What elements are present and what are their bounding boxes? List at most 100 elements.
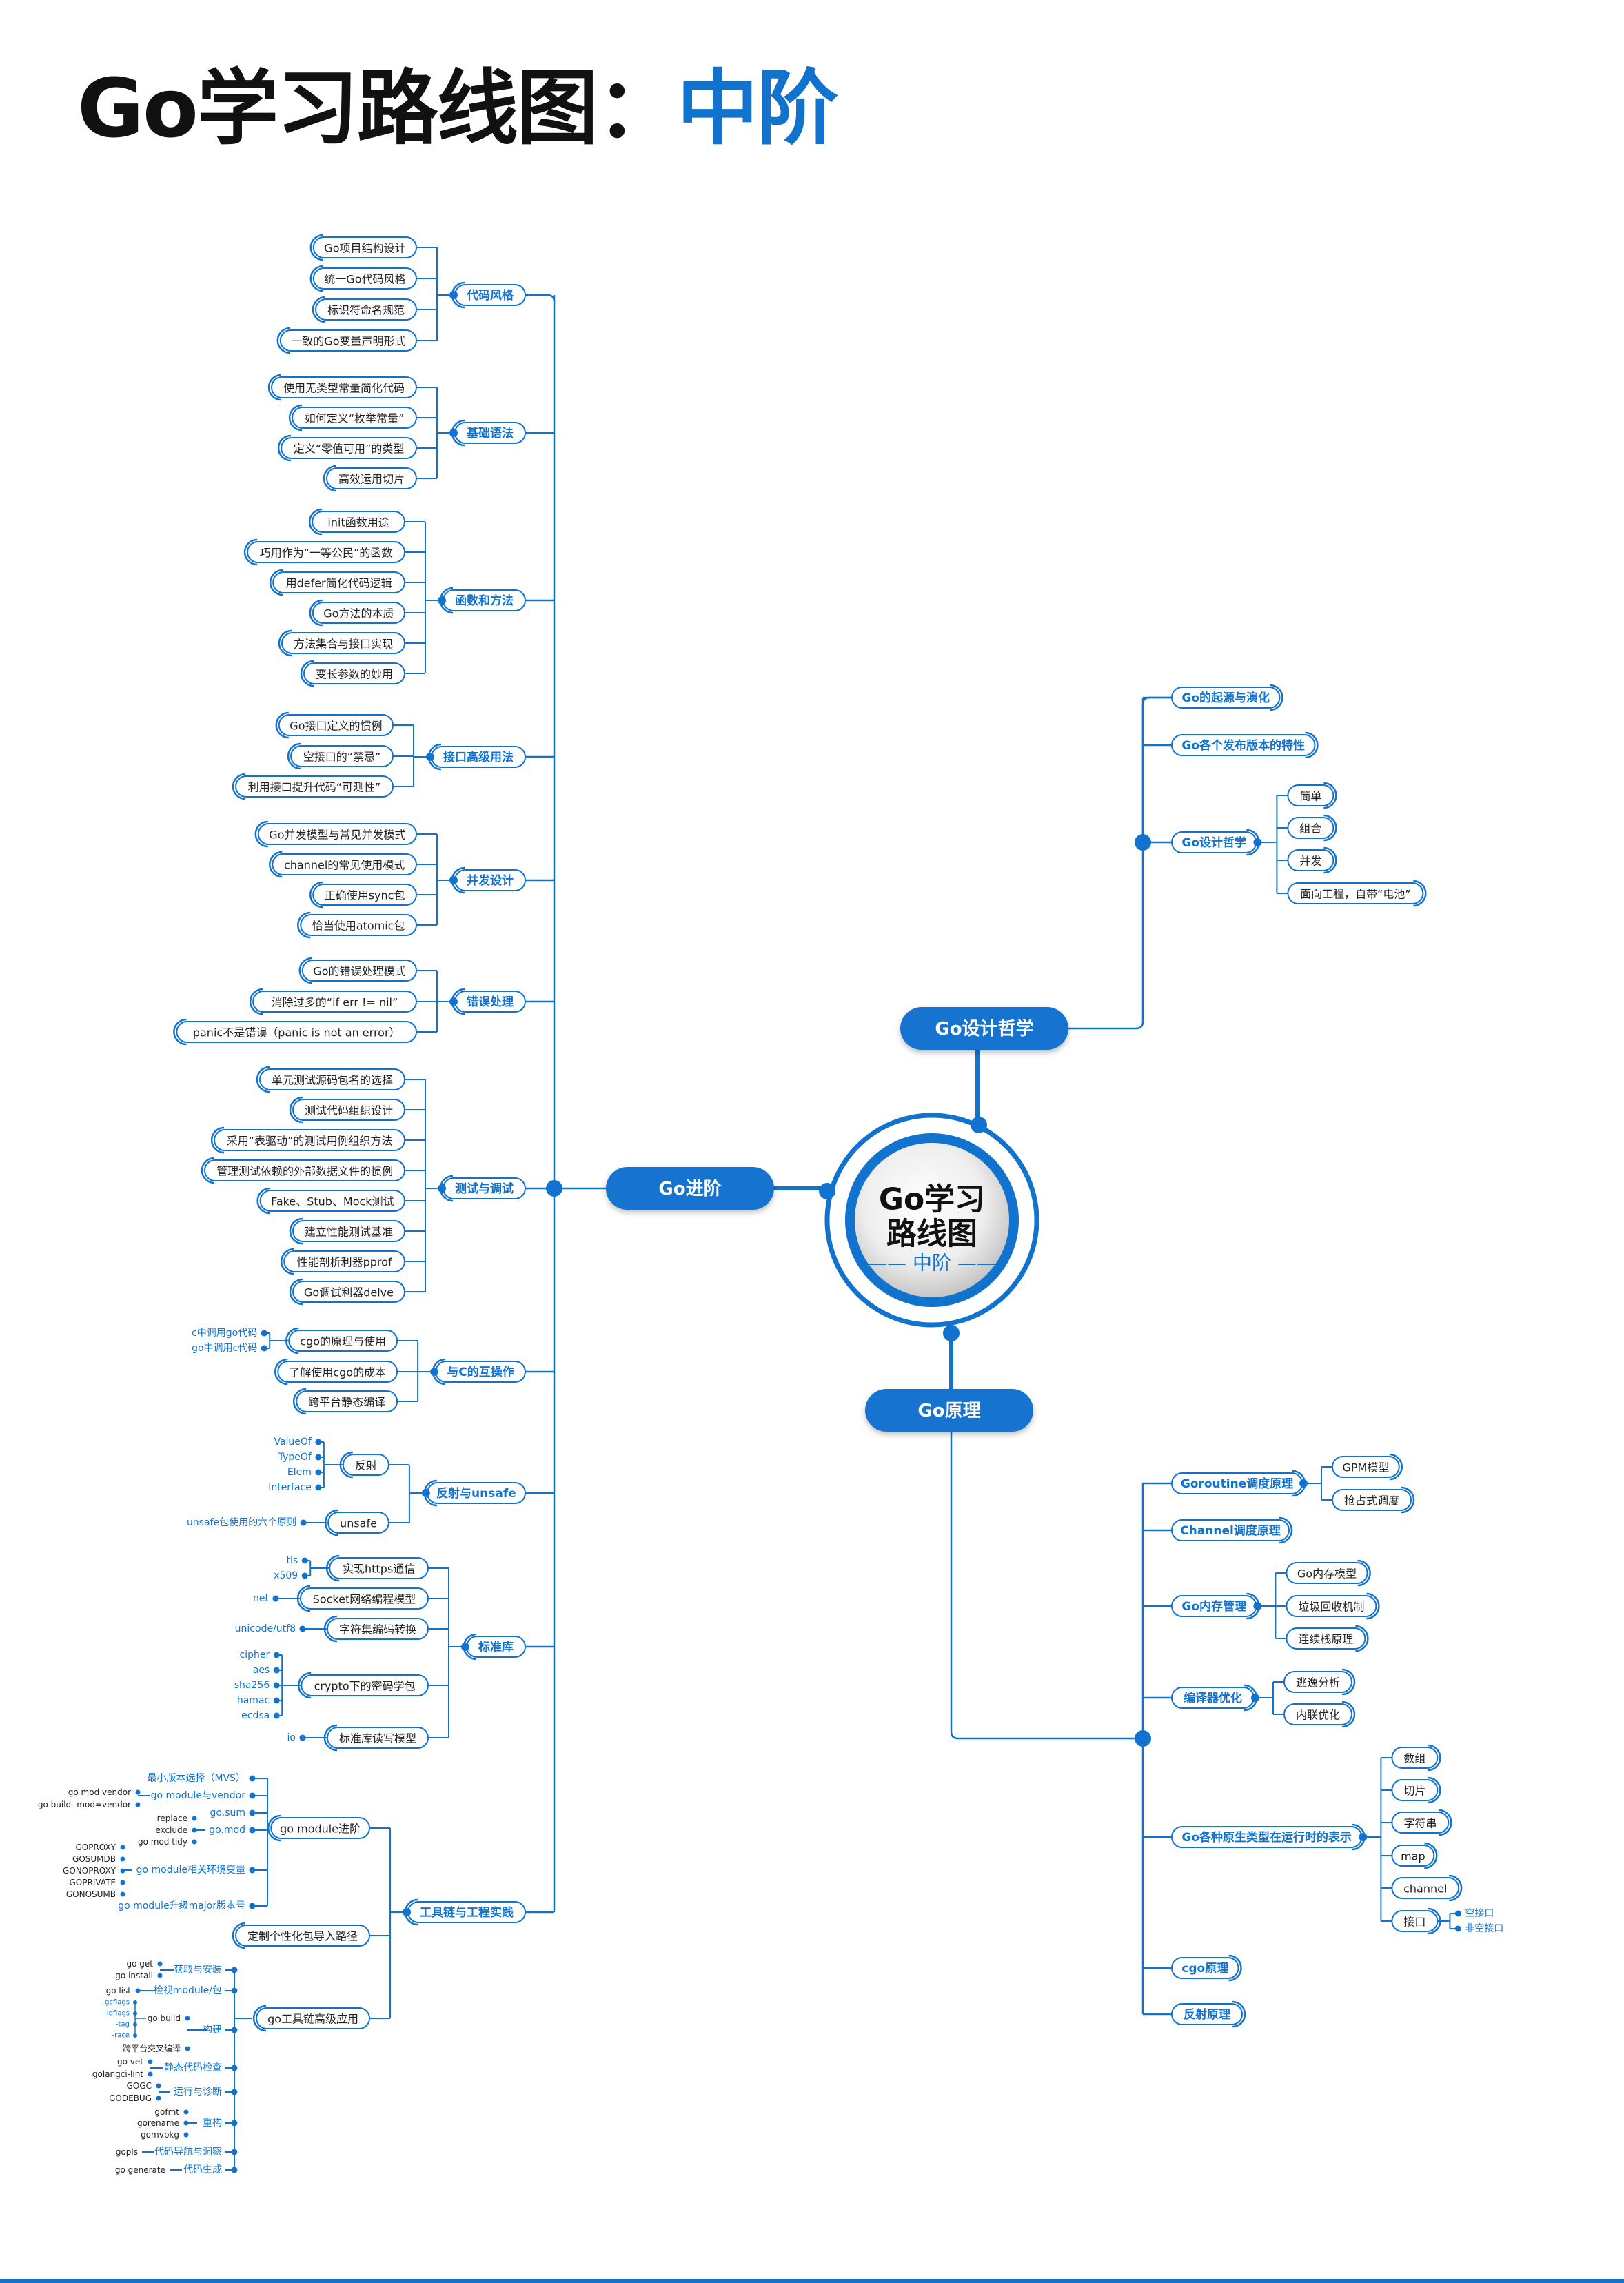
node-accent-arc: [323, 465, 337, 492]
cmd-dot: [185, 2046, 190, 2051]
section-label: Channel调度原理: [1180, 1523, 1281, 1538]
section-label: 测试与调试: [455, 1181, 514, 1196]
cmd-label: go vet: [117, 2057, 143, 2067]
leaf-dot: [231, 2149, 238, 2155]
title-main: Go学习路线图：: [77, 61, 678, 156]
branch-philosophy-label: Go设计哲学: [935, 1018, 1033, 1039]
cmd-dot: [148, 2071, 153, 2077]
item-label: Go内存模型: [1297, 1567, 1357, 1581]
toolchain-leaf-label: 构建: [203, 2025, 222, 2036]
leaf-label: unsafe包使用的六个原则: [187, 1516, 296, 1528]
item-label: Go并发模型与常见并发模式: [269, 829, 405, 842]
item-node: [1283, 1671, 1352, 1693]
leaf-dot: [315, 1484, 322, 1491]
cmd-dot: [120, 1856, 125, 1862]
flag-dot: [133, 2022, 137, 2027]
item-label: map: [1401, 1850, 1425, 1863]
item-label: Go接口定义的惯例: [290, 720, 382, 733]
node-accent-arc: [1357, 1559, 1371, 1587]
node-accent-arc: [1428, 1744, 1441, 1772]
item-node: [292, 1220, 405, 1242]
section-label: 反射与unsafe: [436, 1486, 516, 1501]
branch-principle-label: Go原理: [917, 1401, 980, 1421]
item-node: [277, 1361, 398, 1383]
node-accent-arc: [1279, 1516, 1293, 1544]
leaf-dot: [261, 1330, 267, 1337]
branch-advanced: [606, 1167, 774, 1210]
item-node: [235, 1925, 370, 1947]
section-label: 反射原理: [1184, 2007, 1230, 2022]
item-label: channel的常见使用模式: [284, 859, 405, 872]
toolchain-leaf-label: 获取与安装: [174, 1965, 222, 1976]
item-node: [1391, 1779, 1439, 1801]
leaf-dot: [231, 1967, 238, 1973]
cmd-label: exclude: [155, 1825, 187, 1835]
node-accent-arc: [173, 1018, 187, 1046]
cmd-dot: [135, 1789, 141, 1795]
item-label: 巧用作为“一等公民”的函数: [260, 547, 393, 560]
item-node: [296, 1390, 398, 1412]
junction-dot: [438, 1184, 446, 1193]
flag-label: -race: [112, 2032, 130, 2040]
leaf-dot: [273, 1652, 280, 1658]
leaf-dot: [231, 1987, 238, 1994]
cmd-label: GONOPROXY: [63, 1866, 116, 1876]
page-title: Go学习路线图：中阶: [77, 68, 838, 149]
advanced-trunk-dot: [546, 1180, 562, 1197]
node-accent-arc: [1439, 1809, 1452, 1836]
item-label: 切片: [1403, 1785, 1425, 1798]
junction-dot: [449, 429, 458, 437]
item-label: 一致的Go变量声明形式: [291, 335, 405, 348]
junction-dot: [421, 1489, 430, 1497]
leaf-dot: [249, 1867, 256, 1874]
leaf-dot: [301, 1572, 308, 1579]
leaf-label: cipher: [240, 1650, 270, 1661]
item-node: [290, 745, 394, 767]
section-label: 与C的互操作: [447, 1365, 514, 1379]
cmd-dot: [183, 2132, 189, 2138]
item-node: [292, 1281, 405, 1303]
cmd-dot: [148, 2059, 153, 2064]
leaf-dot: [273, 1667, 280, 1674]
item-label: 简单: [1299, 790, 1321, 803]
section-label: Go设计哲学: [1181, 835, 1246, 850]
flag-dot: [133, 2000, 137, 2005]
node-accent-arc: [288, 404, 303, 432]
leaf-dot: [315, 1439, 322, 1445]
cmd-label: go mod vendor: [68, 1787, 131, 1797]
node-accent-arc: [287, 742, 301, 770]
leaf-dot: [231, 2120, 238, 2127]
item-node: [271, 376, 417, 398]
leaf-label: 非空接口: [1465, 1922, 1503, 1934]
cmd-dot: [135, 1802, 141, 1807]
item-label: Socket网络编程模型: [313, 1593, 416, 1606]
cmd-label: go list: [106, 1986, 132, 1996]
item-label: go工具链高级应用: [267, 2013, 358, 2026]
branch-principle: [865, 1389, 1033, 1432]
item-node: [281, 437, 417, 459]
item-label: 标准库读写模型: [339, 1732, 416, 1745]
item-node: [257, 823, 417, 845]
leaf-dot: [273, 1712, 280, 1719]
center-connector-dot: [971, 1117, 987, 1133]
cmd-label: gopls: [116, 2147, 138, 2157]
node-accent-arc: [274, 1358, 288, 1386]
node-accent-arc: [300, 660, 314, 687]
node-accent-arc: [289, 1278, 303, 1306]
cmd-dot: [135, 1988, 141, 1993]
leaf-dot: [273, 1697, 280, 1704]
leaf-label: go中调用c代码: [192, 1343, 257, 1354]
cmd-label: GODEBUG: [109, 2093, 152, 2103]
item-node: [1286, 1562, 1368, 1584]
item-label: 利用接口提升代码“可测性”: [248, 781, 381, 794]
toolchain-leaf-label: 静态代码检查: [164, 2062, 222, 2073]
connector-path: [525, 294, 556, 303]
node-accent-arc: [280, 1248, 294, 1275]
cmd-label: GONOSUMB: [66, 1889, 116, 1899]
center-subtitle: —— 中阶 ——: [868, 1252, 996, 1275]
center-core: [855, 1143, 1009, 1297]
item-label: crypto下的密码学包: [314, 1680, 416, 1693]
junction-dot: [1253, 1602, 1262, 1610]
item-label: Go的错误处理模式: [313, 965, 405, 978]
junction-dot: [461, 1643, 469, 1651]
